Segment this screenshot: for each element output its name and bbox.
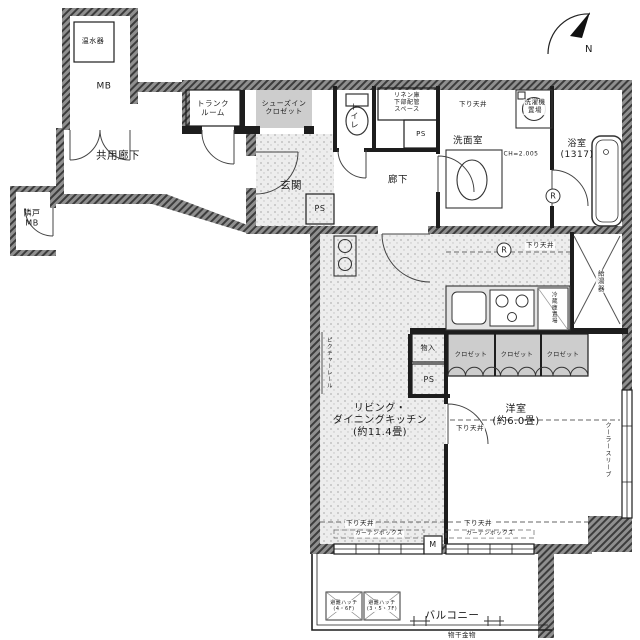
storage-boxes [73,21,446,397]
closet-row [447,333,589,377]
toilet-fixture [345,93,369,136]
floor-textures [256,90,570,544]
doors [24,129,589,445]
closet-folding-doors [447,366,589,377]
balcony-railing [311,554,552,631]
evacuation-hatches [325,591,401,621]
wash-basin [445,149,503,209]
entry-cabinet-fixture [333,235,357,277]
washing-machine [515,89,553,129]
ceiling-dashed-lines [320,251,620,539]
kitchen-counter [445,285,571,331]
windows [333,389,633,555]
north-arrow [547,12,591,55]
stove [489,289,535,327]
laundry-pole-hardware [410,616,504,626]
water-heater-space [573,235,621,325]
bathtub [591,135,623,227]
kitchen-sink [451,291,487,325]
